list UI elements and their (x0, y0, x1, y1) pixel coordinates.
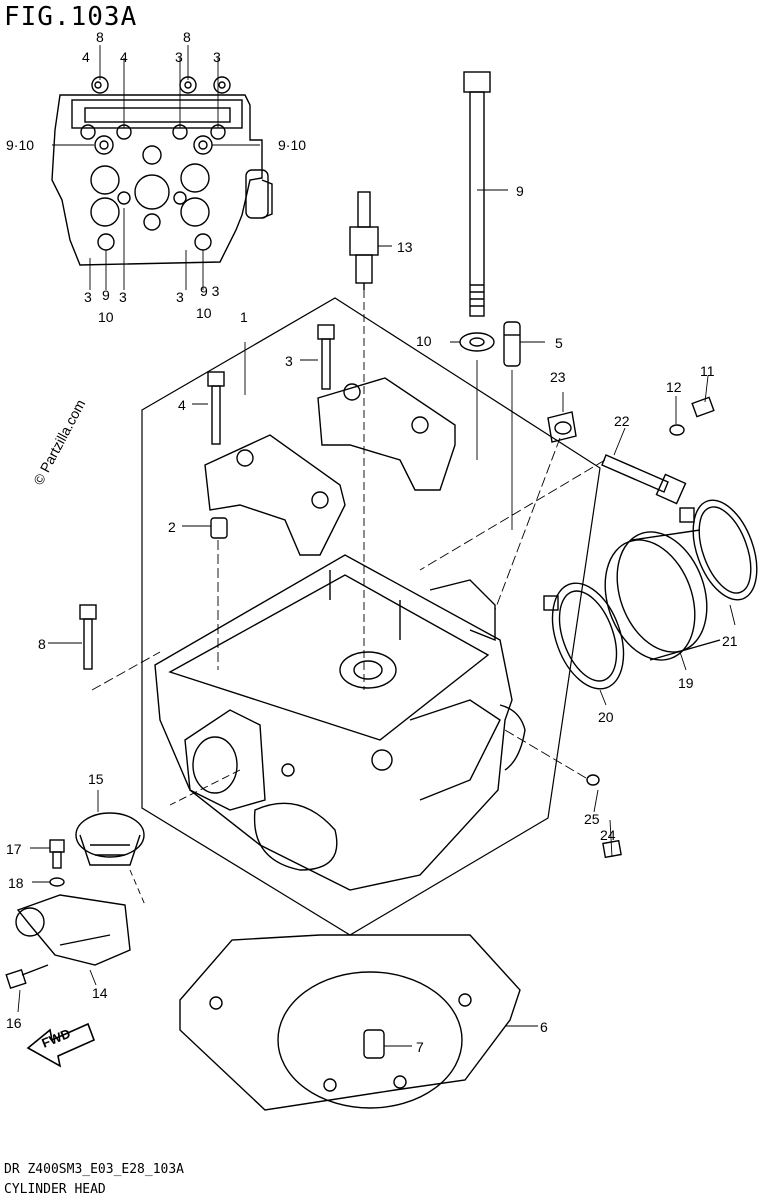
callout-21: 21 (722, 633, 738, 649)
callout-top-4b: 4 (120, 49, 128, 65)
head-assembly-outline (141, 297, 601, 936)
bolt-11 (691, 396, 715, 418)
callout-18: 18 (8, 875, 24, 891)
valve-guide-5 (503, 321, 521, 367)
bolt-3 (317, 324, 335, 390)
bolt-8 (79, 604, 97, 670)
callout-12: 12 (666, 379, 682, 395)
callout-top-8: 8 (96, 29, 104, 45)
clamp-21 (679, 499, 758, 601)
camshaft-cap-left (204, 434, 346, 556)
callout-bot-3c: 3 (176, 289, 184, 305)
callout-25: 25 (584, 811, 600, 827)
callout-top-3b: 3 (213, 49, 221, 65)
fwd-arrow-icon (26, 1022, 96, 1068)
spark-plug-13 (349, 191, 379, 290)
nut-23 (547, 411, 577, 443)
callout-bot-9-3: 9 3 (200, 283, 220, 299)
callout-16: 16 (6, 1015, 22, 1031)
callout-15: 15 (88, 771, 104, 787)
callout-7: 7 (416, 1039, 424, 1055)
thermostat-cover-14 (15, 894, 131, 966)
callout-9: 9 (516, 183, 524, 199)
camshaft-cap-right (317, 377, 456, 491)
callout-13: 13 (397, 239, 413, 255)
figure-title: FIG.103A (4, 2, 138, 32)
callout-left-9-10: 9·10 (6, 137, 34, 153)
callout-bot-10b: 10 (196, 305, 212, 321)
washer-12 (669, 424, 685, 436)
callout-bot-10a: 10 (98, 309, 114, 325)
thermostat-15 (75, 812, 145, 866)
washer-25 (586, 774, 600, 786)
bolt-17 (49, 839, 65, 869)
callout-11: 11 (700, 363, 715, 379)
callout-19: 19 (678, 675, 694, 691)
washer-10 (459, 332, 495, 352)
callout-top-3a: 3 (175, 49, 183, 65)
callout-23: 23 (550, 369, 566, 385)
callout-24: 24 (600, 827, 616, 843)
head-gasket-6 (179, 934, 521, 1111)
washer-18 (49, 877, 65, 887)
bolt-22 (601, 454, 687, 505)
callout-bot-3a: 3 (84, 289, 92, 305)
callout-3: 3 (285, 353, 293, 369)
diagram-code: DR Z400SM3_E03_E28_103A (4, 1162, 185, 1177)
callout-8: 8 (38, 636, 46, 652)
fwd-label: FWD (40, 1026, 73, 1051)
callout-10: 10 (416, 333, 432, 349)
callout-20: 20 (598, 709, 614, 725)
bolt-9-long (463, 71, 491, 317)
callout-5: 5 (555, 335, 563, 351)
callout-6: 6 (540, 1019, 548, 1035)
callout-labels: 8 4 4 8 3 3 9·10 9·10 3 9 3 10 3 9 3 10 … (6, 29, 738, 1055)
callout-17: 17 (6, 841, 22, 857)
callout-2: 2 (168, 519, 176, 535)
clamp-20 (543, 582, 625, 690)
leader-lines (17, 45, 736, 1047)
dowel-2 (210, 517, 228, 539)
callout-top-8b: 8 (183, 29, 191, 45)
dowel-7 (363, 1029, 385, 1059)
callout-22: 22 (614, 413, 630, 429)
intake-pipe-19 (604, 529, 721, 661)
callout-right-9-10: 9·10 (278, 137, 306, 153)
cylinder-head (154, 554, 526, 891)
bolt-4 (207, 371, 225, 445)
diagram-name: CYLINDER HEAD (4, 1182, 106, 1197)
bolt-16 (5, 964, 49, 990)
callout-14: 14 (92, 985, 108, 1001)
callout-4: 4 (178, 397, 186, 413)
callout-1: 1 (240, 309, 248, 325)
callout-bot-3b: 3 (119, 289, 127, 305)
head-top-view (51, 76, 273, 266)
callout-bot-9: 9 (102, 287, 110, 303)
callout-top-4a: 4 (82, 49, 90, 65)
